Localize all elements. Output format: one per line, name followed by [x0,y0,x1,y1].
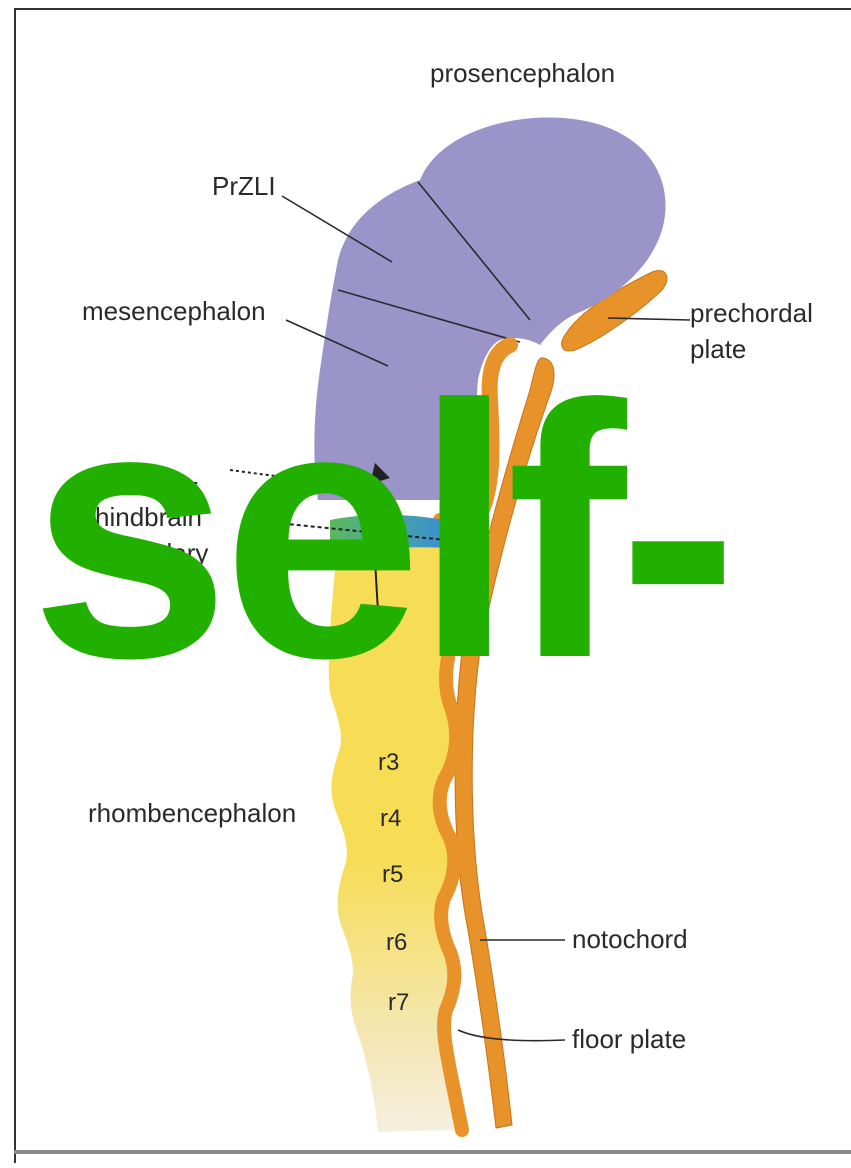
rhombomere-label: r6 [386,929,407,956]
label-prechordal-1: prechordal [690,298,813,328]
label-rhombencephalon: rhombencephalon [88,798,296,828]
rhombomere-label: r3 [378,749,399,776]
rhombomere-label: r4 [380,805,401,832]
watermark-text: self- [30,352,730,712]
floor-plate-leader [458,1030,565,1041]
rhombomere-label: r7 [388,989,409,1016]
rhombomere-label: r5 [382,861,403,888]
label-floor-plate: floor plate [572,1024,686,1054]
label-przli: PrZLI [212,171,276,201]
label-notochord: notochord [572,924,688,954]
label-mesencephalon: mesencephalon [82,296,266,326]
label-prosencephalon: prosencephalon [430,58,615,88]
